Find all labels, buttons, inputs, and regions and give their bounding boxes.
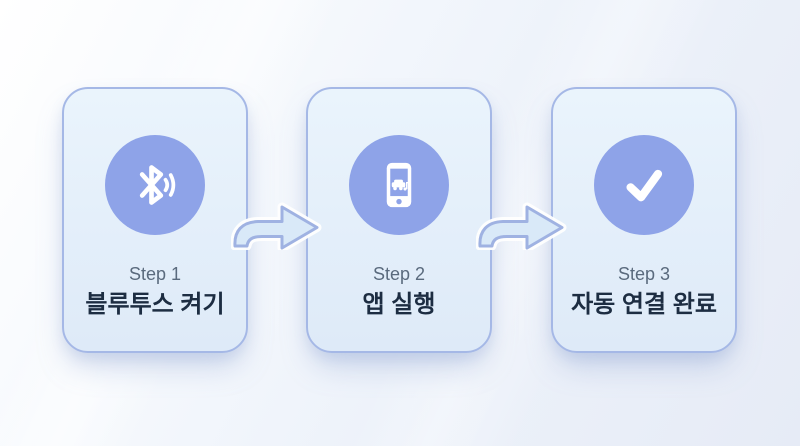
arrow-right-icon xyxy=(476,202,567,250)
check-icon xyxy=(626,169,663,202)
bluetooth-icon xyxy=(139,165,176,205)
step-title: 자동 연결 완료 xyxy=(571,291,717,318)
step-label: Step 2 xyxy=(372,264,426,284)
step-card-3: Step 3 자동 연결 완료 xyxy=(551,87,737,353)
step-label: Step 1 xyxy=(128,264,182,284)
icon-circle xyxy=(594,135,694,235)
arrow-right-icon xyxy=(231,202,322,250)
step-card-1: Step 1 블루투스 켜기 xyxy=(62,87,248,353)
car-app-phone-icon xyxy=(386,162,412,208)
icon-circle xyxy=(105,135,205,235)
step-label: Step 3 xyxy=(617,264,671,284)
step-title: 앱 실행 xyxy=(362,291,436,318)
step-title: 블루투스 켜기 xyxy=(85,291,225,318)
step-card-2: Step 2 앱 실행 xyxy=(306,87,492,353)
icon-circle xyxy=(349,135,449,235)
